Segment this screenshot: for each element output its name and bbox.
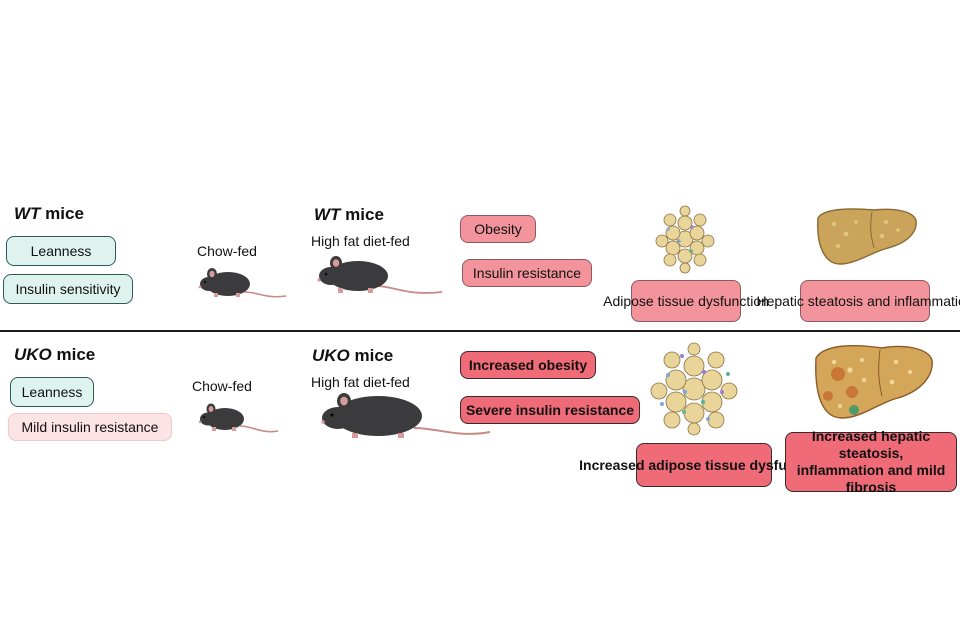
wt-trait-leanness: Leanness — [6, 236, 116, 266]
wt-liver-label: Hepatic steatosis and inflammation — [756, 280, 960, 322]
uko-group-title: UKO mice — [14, 345, 96, 364]
mouse-icon — [317, 256, 443, 294]
uko-adipose-label: Increased adipose tissue dysfunction — [579, 443, 829, 487]
uko-trait-leanness: Leanness — [10, 377, 94, 407]
mouse-icon — [198, 403, 279, 433]
wt-hfd-title: WT mice — [314, 205, 384, 224]
wt-chow-label: Chow-fed — [197, 243, 257, 259]
adipose-tissue-icon — [655, 205, 715, 274]
uko-hfd-title: UKO mice — [312, 346, 394, 365]
uko-liver-label: Increased hepatic steatosis, inflammatio… — [785, 428, 957, 495]
wt-hfd-label: High fat diet-fed — [311, 233, 410, 249]
wt-outcome-obesity: Obesity — [460, 215, 536, 243]
wt-outcome-insulin-resistance: Insulin resistance — [462, 259, 592, 287]
uko-chow-label: Chow-fed — [192, 378, 252, 394]
wt-trait-insulin-sensitivity: Insulin sensitivity — [3, 274, 133, 304]
wt-group-title: WT mice — [14, 204, 84, 223]
row-divider — [0, 330, 960, 332]
uko-trait-mild-insulin-resistance: Mild insulin resistance — [8, 413, 172, 441]
uko-outcome-increased-obesity: Increased obesity — [460, 351, 596, 379]
wt-adipose-label: Adipose tissue dysfunction — [603, 280, 769, 322]
mouse-icon — [321, 393, 491, 438]
uko-outcome-severe-insulin-resistance: Severe insulin resistance — [460, 396, 640, 424]
liver-icon — [817, 208, 917, 265]
mouse-icon — [198, 268, 287, 298]
liver-icon — [815, 345, 933, 419]
uko-hfd-label: High fat diet-fed — [311, 374, 410, 390]
adipose-tissue-icon — [650, 342, 738, 436]
